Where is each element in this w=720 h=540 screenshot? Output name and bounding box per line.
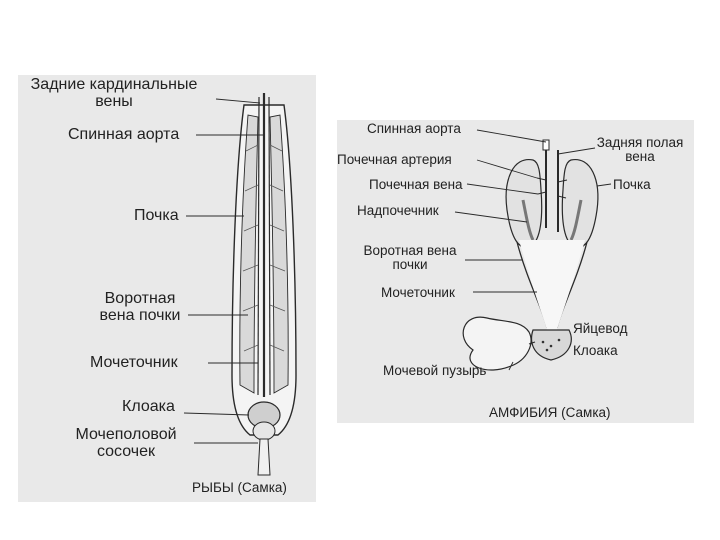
fish-label-line: Мочеполовой — [64, 427, 188, 444]
amph-label-oviduct: Яйцевод — [573, 322, 628, 336]
fish-label-dorsal-aorta: Спинная аорта — [68, 127, 179, 144]
amphibian-diagram-panel: Спинная аорта Задняя полая вена Почечная… — [337, 120, 694, 423]
amphibian-caption: АМФИБИЯ (Самка) — [489, 406, 611, 420]
amph-label-kidney: Почка — [613, 178, 651, 192]
fish-label-kidney: Почка — [134, 208, 179, 225]
fish-label-line: вена почки — [90, 308, 190, 325]
fish-label-posterior-cardinal-veins: Задние кардинальные вены — [18, 77, 210, 111]
amph-label-urinary-bladder: Мочевой пузырь — [383, 364, 486, 378]
fish-caption: РЫБЫ (Самка) — [192, 481, 287, 495]
fish-diagram-panel: Задние кардинальные вены Спинная аорта П… — [18, 75, 316, 502]
amph-label-posterior-vena-cava: Задняя полая вена — [589, 136, 691, 164]
fish-label-urogenital-papilla: Мочеполовой сосочек — [64, 427, 188, 461]
amph-label-renal-portal-vein: Воротная вена почки — [353, 244, 467, 272]
fish-label-line: Задние кардинальные — [18, 77, 210, 94]
amph-label-line: почки — [353, 258, 467, 272]
fish-urogenital-papilla — [258, 439, 270, 475]
fish-label-line: вены — [18, 94, 210, 111]
amph-label-adrenal-gland: Надпочечник — [357, 204, 439, 218]
amph-label-dorsal-aorta: Спинная аорта — [367, 122, 461, 136]
amph-label-cloaca: Клоака — [573, 344, 618, 358]
amph-label-renal-artery: Почечная артерия — [337, 153, 452, 167]
fish-label-renal-portal-vein: Воротная вена почки — [90, 291, 190, 325]
fish-label-ureter: Мочеточник — [90, 355, 178, 372]
fish-label-line: сосочек — [64, 444, 188, 461]
amph-label-line: вена — [589, 150, 691, 164]
amph-label-line: Задняя полая — [589, 136, 691, 150]
fish-label-line: Воротная — [90, 291, 190, 308]
amph-label-line: Воротная вена — [353, 244, 467, 258]
amph-label-ureter: Мочеточник — [381, 286, 455, 300]
amph-label-renal-vein: Почечная вена — [369, 178, 463, 192]
fish-label-cloaca: Клоака — [122, 399, 175, 416]
